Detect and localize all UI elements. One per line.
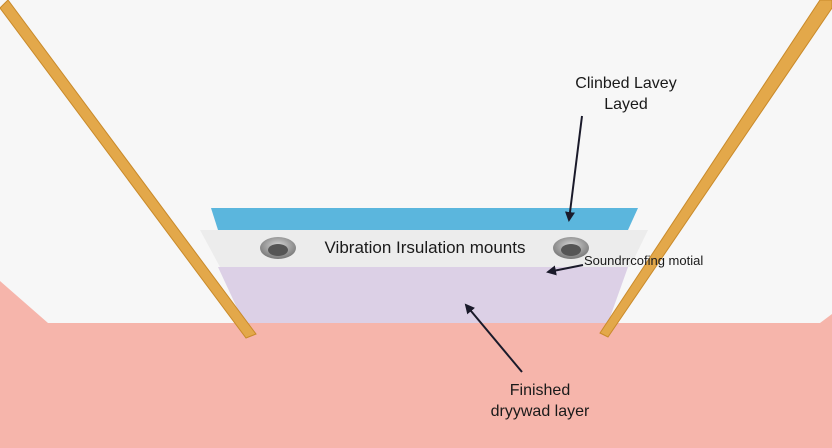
right-beam bbox=[599, 0, 832, 338]
mounts-label: Vibration Irsulation mounts bbox=[325, 238, 526, 257]
mount-icon-left bbox=[260, 237, 296, 259]
top-layer-label-line2: Layed bbox=[604, 96, 648, 113]
top-layer-label-line1: Clinbed Lavey bbox=[575, 75, 676, 92]
soundproofing-arrow bbox=[546, 264, 584, 276]
top-layer bbox=[211, 208, 638, 230]
floor-wall bbox=[0, 281, 832, 448]
left-beam bbox=[0, 0, 257, 339]
top-layer-arrow bbox=[565, 115, 583, 222]
drywall-label-line2: dryywad layer bbox=[491, 403, 590, 420]
drywall-arrow bbox=[464, 303, 523, 373]
mount-icon-right bbox=[553, 237, 589, 259]
drywall-layer bbox=[218, 267, 628, 323]
drywall-label-line1: Finished bbox=[510, 382, 570, 399]
mount-layer bbox=[200, 230, 648, 267]
soundproofing-label: Soundrrcofing motial bbox=[584, 253, 703, 268]
